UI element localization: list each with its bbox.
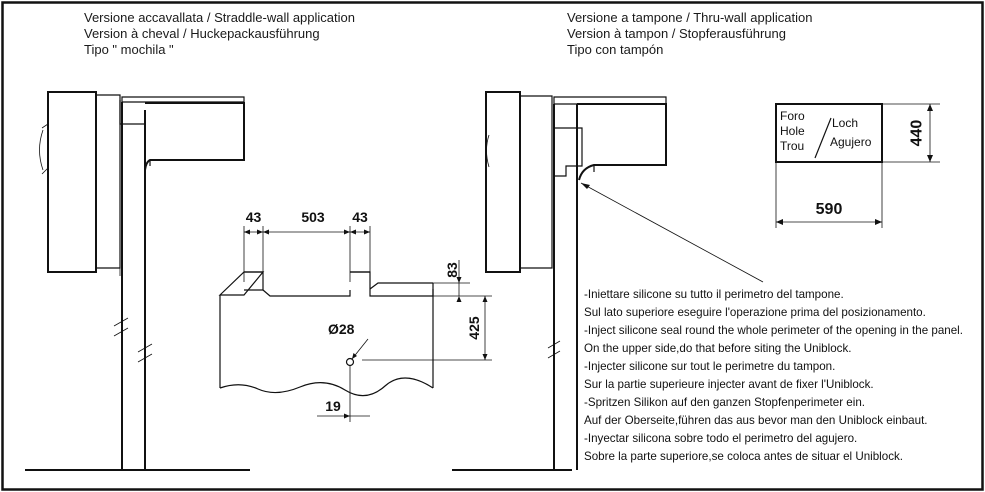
left-title-line-1: Versione accavallata / Straddle-wall app… <box>84 10 355 25</box>
wall-plug <box>554 127 583 177</box>
right-title-line-2: Version à tampon / Stopferausführung <box>567 26 786 41</box>
instruction-line: -Iniettare silicone su tutto il perimetr… <box>584 288 844 301</box>
hole-label-divider <box>814 117 832 159</box>
wall-break-marks <box>113 317 153 363</box>
panel-break-line <box>219 377 434 397</box>
dim-hole-width: 590 <box>816 201 843 218</box>
fan-grille-icon <box>39 129 44 171</box>
hole-label-de: Loch <box>832 116 858 130</box>
hole-label-es: Agujero <box>830 135 872 149</box>
instruction-line: -Spritzen Silikon auf den ganzen Stopfen… <box>584 396 865 409</box>
thru-outer-unit-back <box>520 95 553 269</box>
instruction-line: Sobre la parte superiore,se coloca antes… <box>584 450 903 463</box>
silicone-leader-line <box>580 182 764 283</box>
instruction-line: On the upper side,do that before siting … <box>584 342 851 355</box>
cutout-bottom-edge <box>262 289 351 297</box>
dim-hole-diameter: Ø28 <box>328 321 355 337</box>
straddle-wall-drawing <box>25 91 250 471</box>
right-title-block: Versione a tampone / Thru-wall applicati… <box>567 10 812 57</box>
evaporator-unit <box>144 102 245 171</box>
instruction-line: Auf der Oberseite,führen das aus bevor m… <box>584 414 928 427</box>
outer-unit-back <box>96 94 121 269</box>
instruction-line: -Inject silicone seal round the whole pe… <box>584 324 963 337</box>
hole-size-box: Foro Hole Trou Loch Agujero 590 440 <box>775 103 940 228</box>
hole-rectangle <box>775 103 883 163</box>
left-title-line-3: Tipo " mochila " <box>84 42 174 57</box>
dim-left-edge: 43 <box>246 209 262 225</box>
wall-cutout-drawing: 43 503 43 83 425 Ø28 19 <box>218 209 492 422</box>
dim-top-depth: 83 <box>444 262 460 278</box>
thru-wall-drawing <box>452 91 764 471</box>
fan-grille-icon-right <box>486 134 490 168</box>
instruction-line: -Inyectar silicona sobre todo el perimet… <box>584 432 857 445</box>
hole-label-en: Hole <box>780 124 805 138</box>
dim-hole-height: 440 <box>909 120 926 147</box>
hole-label-fr: Trou <box>780 139 804 153</box>
saddle-bracket <box>119 100 146 166</box>
wall-break-marks-right <box>547 340 561 359</box>
instruction-line: Sur la partie superieure injecter avant … <box>584 378 874 391</box>
right-title-line-1: Versione a tampone / Thru-wall applicati… <box>567 10 812 25</box>
left-title-line-2: Version à cheval / Huckepackausführung <box>84 26 320 41</box>
hole-label-it: Foro <box>780 109 805 123</box>
instruction-line: -Injecter silicone sur tout le perimetre… <box>584 360 835 373</box>
right-title-line-3: Tipo con tampón <box>567 42 663 57</box>
thru-evaporator <box>577 103 667 181</box>
dim-opening-width: 503 <box>301 209 325 225</box>
dim-right-edge: 43 <box>352 209 368 225</box>
outer-unit-grille-edge <box>41 123 49 175</box>
thru-outer-unit <box>485 91 521 273</box>
silicone-instructions: -Iniettare silicone su tutto il perimetr… <box>584 288 963 463</box>
instruction-line: Sul lato superiore eseguire l'operazione… <box>584 306 926 319</box>
dim-hole-offset: 19 <box>325 398 341 414</box>
left-title-block: Versione accavallata / Straddle-wall app… <box>84 10 355 57</box>
dim-opening-height: 425 <box>466 316 482 340</box>
drain-hole <box>345 357 355 367</box>
outer-unit-body <box>47 91 97 273</box>
